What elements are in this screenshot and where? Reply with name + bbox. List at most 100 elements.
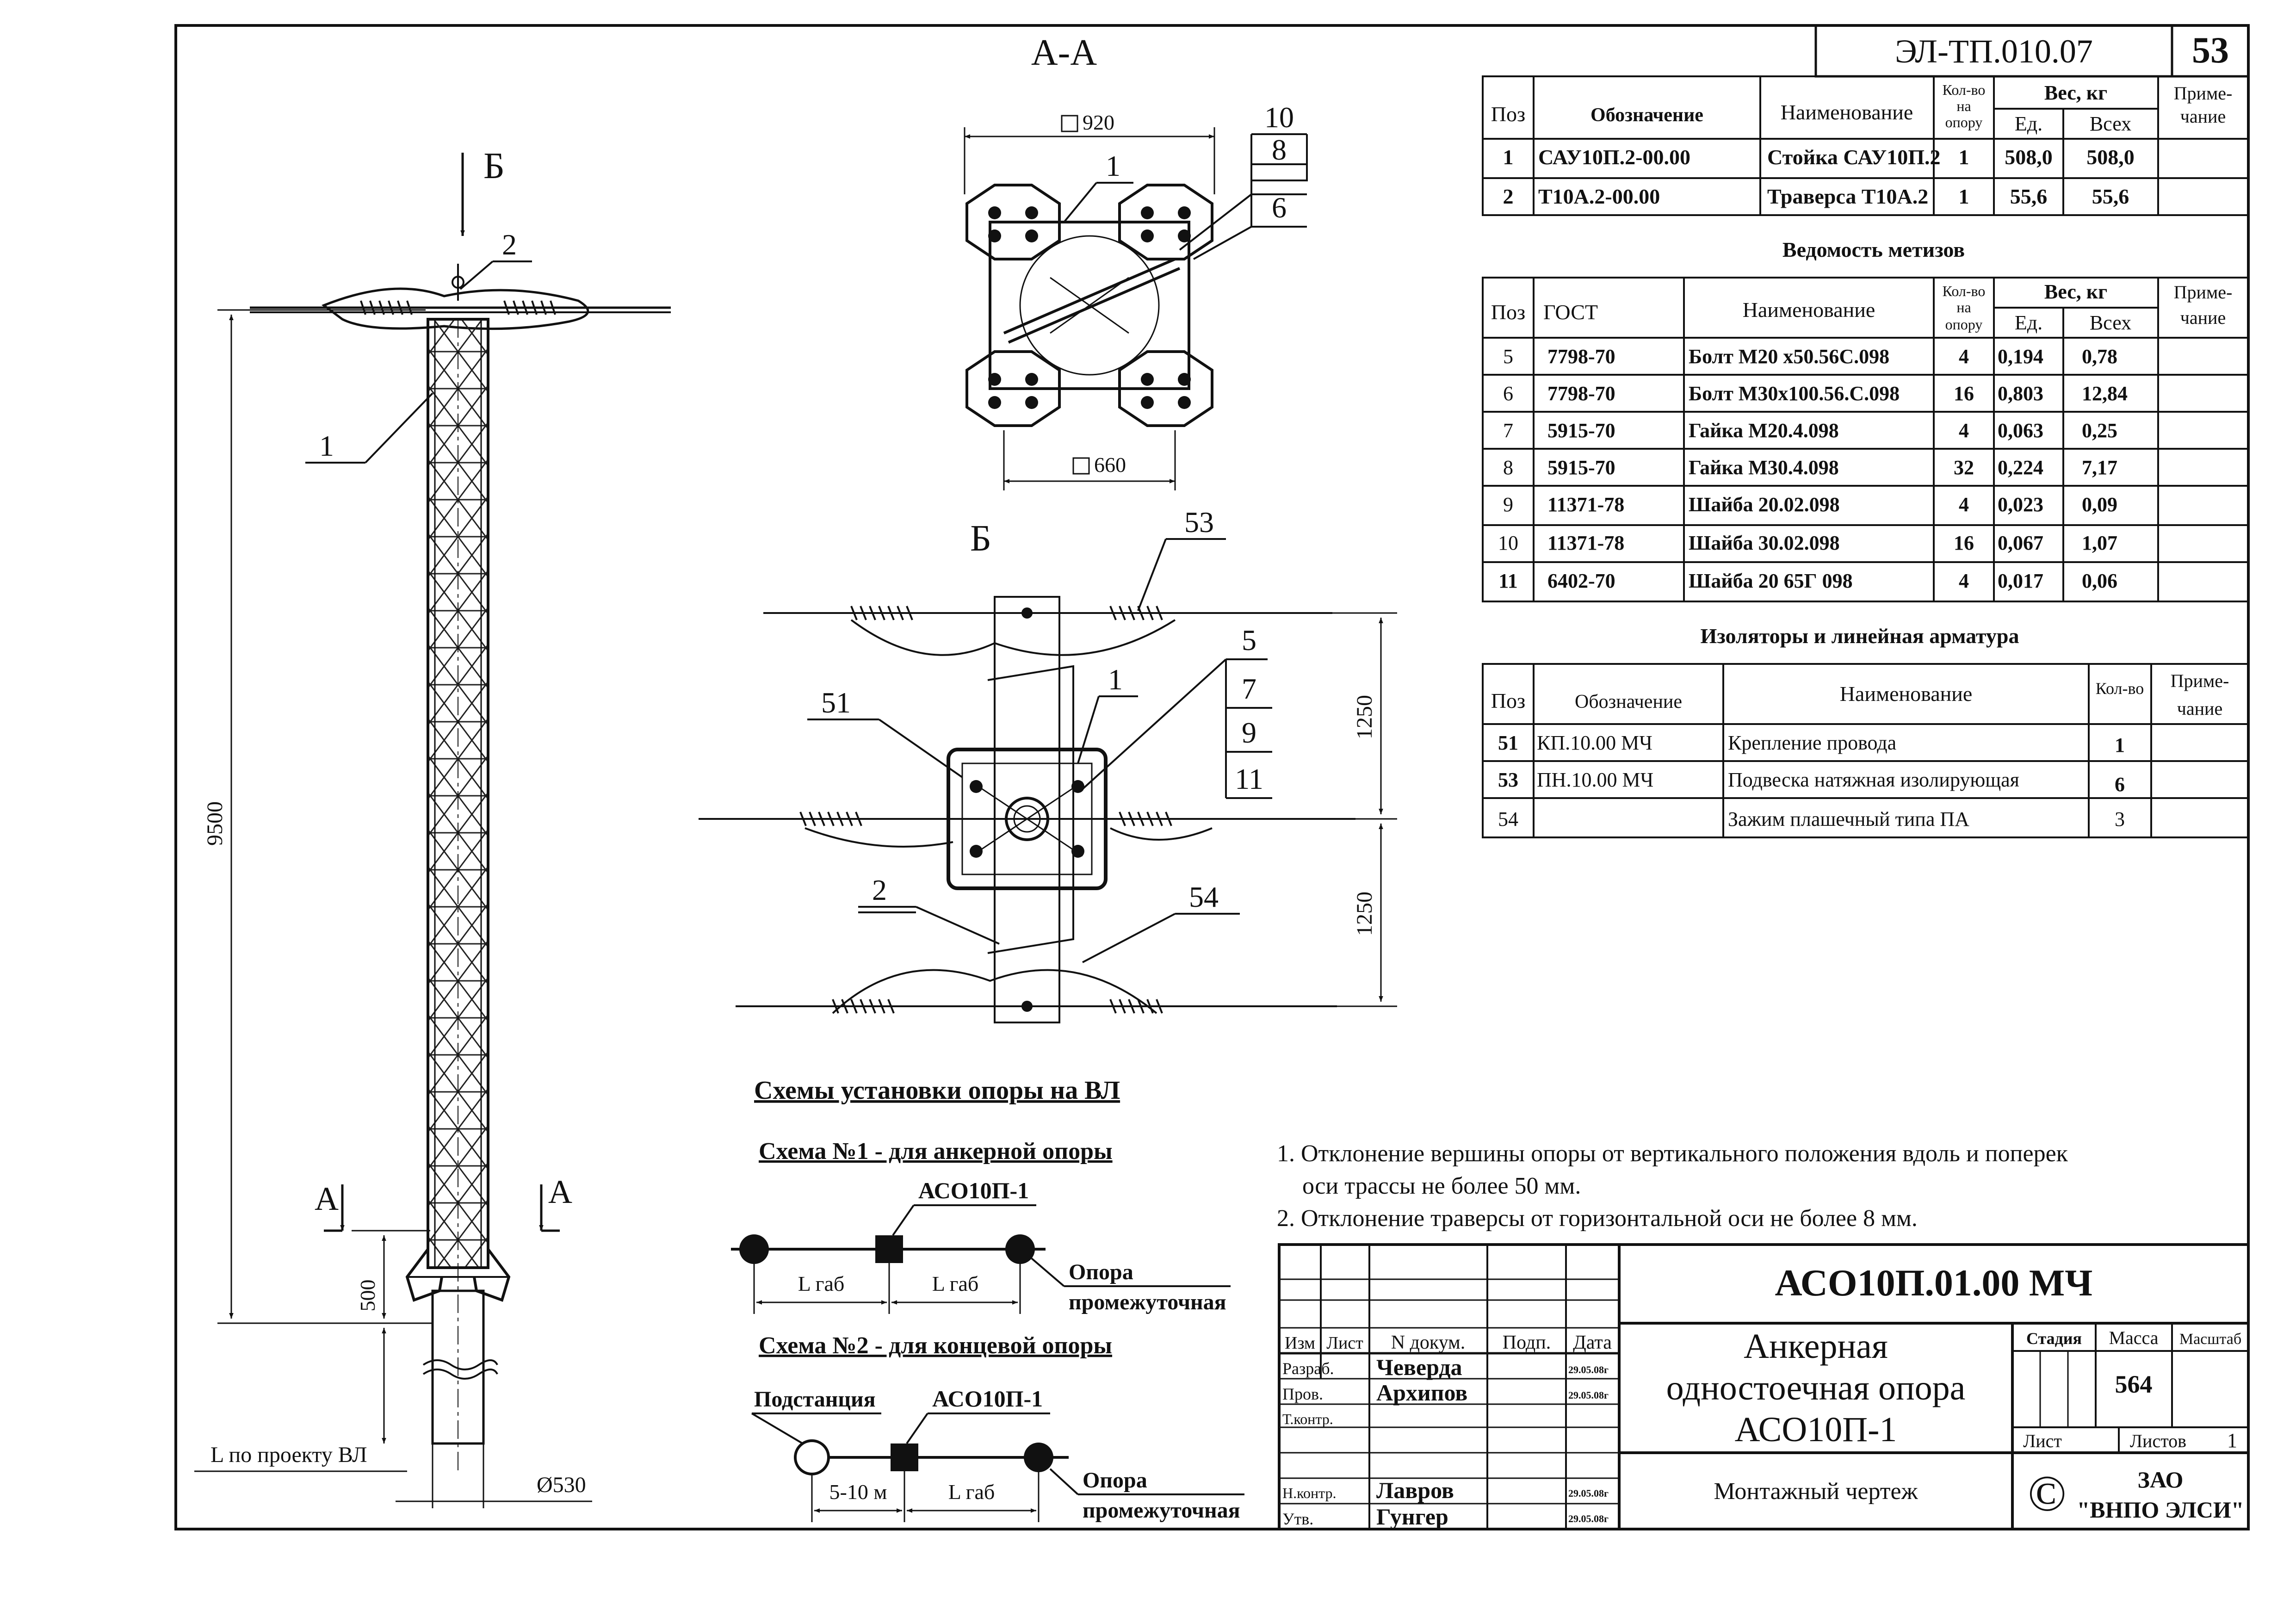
svg-text:Пров.: Пров. — [1282, 1385, 1323, 1403]
svg-text:5915-70: 5915-70 — [1547, 419, 1615, 442]
table-cell: 55,6 — [2010, 185, 2048, 208]
svg-text:11371-78: 11371-78 — [1547, 493, 1624, 516]
callout-6: 6 — [1272, 191, 1287, 224]
svg-text:Всех: Всех — [2090, 311, 2131, 334]
svg-text:0,063: 0,063 — [1998, 419, 2043, 442]
scheme2-anchor-support — [891, 1443, 918, 1471]
svg-text:Гунгер: Гунгер — [1376, 1504, 1448, 1530]
section-aa: А-А 920 660 1 — [964, 32, 1308, 490]
table-cell: 1 — [1503, 145, 1514, 169]
dim-920: 920 — [1083, 111, 1114, 134]
svg-text:5915-70: 5915-70 — [1547, 456, 1615, 479]
scheme2-intermediate-2: промежуточная — [1083, 1498, 1240, 1523]
svg-text:32: 32 — [1954, 456, 1974, 479]
svg-text:6: 6 — [2115, 773, 2125, 796]
svg-text:Дата: Дата — [1573, 1332, 1612, 1353]
notes: 1. Отклонение вершины опоры от вертикаль… — [1277, 1140, 2068, 1232]
svg-text:Шайба 30.02.098: Шайба 30.02.098 — [1689, 532, 1840, 554]
table-cell: 508,0 — [2005, 145, 2053, 169]
scheme1-intermediate-1: Опора — [1069, 1260, 1133, 1284]
scheme1-span-2: L габ — [932, 1272, 979, 1295]
scheme2-span: L габ — [948, 1480, 995, 1504]
callout-1-viewb: 1 — [1108, 663, 1123, 696]
svg-text:7: 7 — [1503, 419, 1513, 442]
scheme2-node-right — [1024, 1443, 1053, 1472]
svg-text:КП.10.00 МЧ: КП.10.00 МЧ — [1537, 731, 1652, 754]
svg-text:8: 8 — [1503, 456, 1513, 479]
stamp-name-line3: АСО10П-1 — [1735, 1410, 1897, 1449]
svg-text:Подп.: Подп. — [1503, 1332, 1551, 1353]
table-row: 6 7798-70 Болт М30х100.56.С.098 16 0,803… — [1503, 382, 2128, 405]
svg-text:Крепление провода: Крепление провода — [1728, 731, 1896, 754]
callout-10: 10 — [1264, 101, 1294, 134]
svg-text:Всех: Всех — [2090, 112, 2131, 135]
note-1: 1. Отклонение вершины опоры от вертикаль… — [1277, 1140, 2068, 1167]
svg-text:0,25: 0,25 — [2082, 419, 2117, 442]
svg-text:на: на — [1956, 299, 1971, 316]
svg-text:29.05.08г: 29.05.08г — [1568, 1513, 1609, 1524]
scheme1-span-1: L габ — [798, 1272, 845, 1295]
svg-text:Болт М20 х50.56С.098: Болт М20 х50.56С.098 — [1689, 345, 1889, 368]
svg-text:6: 6 — [1503, 382, 1513, 405]
scheme2-support-label: АСО10П-1 — [932, 1386, 1043, 1412]
svg-text:Кол-во: Кол-во — [1943, 81, 1986, 98]
svg-text:6402-70: 6402-70 — [1547, 570, 1615, 592]
svg-text:Поз: Поз — [1491, 300, 1525, 324]
dim-1250-top: 1250 — [1352, 695, 1377, 739]
svg-text:Наименование: Наименование — [1840, 682, 1973, 706]
svg-text:Масса: Масса — [2109, 1327, 2158, 1348]
svg-text:Архипов: Архипов — [1376, 1380, 1467, 1406]
dim-d530: Ø530 — [537, 1473, 586, 1497]
note-1-cont: оси трассы не более 50 мм. — [1302, 1173, 1581, 1199]
svg-text:16: 16 — [1954, 532, 1974, 554]
scheme2-title: Схема №2 - для концевой опоры — [759, 1332, 1112, 1359]
svg-text:Масштаб: Масштаб — [2179, 1331, 2241, 1348]
copyright-icon: © — [2028, 1465, 2067, 1522]
dim-500: 500 — [356, 1280, 379, 1312]
svg-text:29.05.08г: 29.05.08г — [1568, 1389, 1609, 1401]
callout-11: 11 — [1235, 762, 1263, 795]
svg-text:Приме-: Приме- — [2174, 83, 2233, 104]
callout-51: 51 — [821, 686, 851, 719]
svg-text:Разраб.: Разраб. — [1282, 1359, 1334, 1378]
svg-text:Шайба 20 65Г 098: Шайба 20 65Г 098 — [1689, 570, 1853, 592]
section-aa-title: А-А — [1031, 32, 1097, 73]
svg-text:ПН.10.00 МЧ: ПН.10.00 МЧ — [1537, 768, 1653, 791]
svg-text:Н.контр.: Н.контр. — [1282, 1485, 1337, 1501]
insulators-table — [1482, 663, 2249, 838]
scheme1-support-label: АСО10П-1 — [918, 1177, 1029, 1203]
svg-text:опору: опору — [1945, 114, 1983, 130]
callout-9: 9 — [1242, 716, 1256, 749]
table-row: 5 7798-70 Болт М20 х50.56С.098 4 0,194 0… — [1503, 345, 2117, 368]
company-line1: ЗАО — [2138, 1467, 2184, 1493]
dim-9500: 9500 — [203, 801, 227, 846]
svg-text:29.05.08г: 29.05.08г — [1568, 1364, 1609, 1375]
svg-text:7,17: 7,17 — [2082, 456, 2117, 479]
callout-7: 7 — [1242, 672, 1256, 705]
svg-text:ГОСТ: ГОСТ — [1543, 300, 1598, 324]
svg-text:0,017: 0,017 — [1998, 570, 2043, 592]
substation-label: Подстанция — [754, 1387, 876, 1412]
stamp-mass: 564 — [2115, 1370, 2153, 1398]
parts-table-header: Поз Обозначение Наименование Кол-во на о… — [1491, 81, 2233, 135]
svg-text:4: 4 — [1959, 570, 1969, 592]
callout-1-pole: 1 — [319, 429, 334, 462]
svg-text:на: на — [1956, 98, 1971, 114]
svg-text:Лист: Лист — [1326, 1333, 1363, 1353]
svg-text:Обозначение: Обозначение — [1590, 105, 1703, 126]
title-block-text: АСО10П.01.00 МЧ Анкерная одностоечная оп… — [1282, 1262, 2244, 1530]
svg-text:7798-70: 7798-70 — [1547, 382, 1615, 405]
code-box: ЭЛ-ТП.010.07 53 — [1814, 24, 2250, 78]
svg-text:1: 1 — [2227, 1429, 2237, 1452]
svg-text:Чеверда: Чеверда — [1376, 1354, 1462, 1380]
dim-660: 660 — [1094, 453, 1126, 477]
company-line2: "ВНПО ЭЛСИ" — [2077, 1497, 2244, 1523]
svg-text:Подвеска натяжная изолирующая: Подвеска натяжная изолирующая — [1728, 768, 2019, 791]
svg-text:Зажим плашечный типа ПА: Зажим плашечный типа ПА — [1728, 808, 1969, 830]
table-row: 10 11371-78 Шайба 30.02.098 16 0,067 1,0… — [1498, 532, 2117, 554]
svg-text:0,194: 0,194 — [1998, 345, 2043, 368]
svg-text:Приме-: Приме- — [2171, 670, 2229, 691]
substation-node — [794, 1439, 830, 1475]
insulators-table-rows: 51 КП.10.00 МЧ Крепление провода 1 53 ПН… — [1498, 731, 2125, 830]
